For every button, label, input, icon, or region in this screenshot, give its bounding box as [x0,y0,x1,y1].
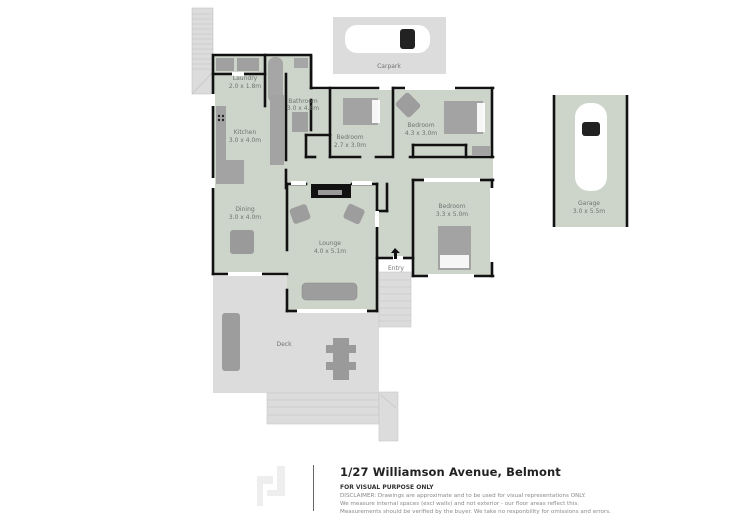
svg-text:Garage: Garage [578,200,600,207]
furniture [216,57,490,380]
svg-text:Bathroom: Bathroom [288,98,318,105]
svg-text:Dining: Dining [235,206,255,213]
svg-text:2.0 x 1.8m: 2.0 x 1.8m [229,83,261,90]
rear-stairs [191,7,214,95]
disclaimer-line: Measurements should be verified by the b… [340,509,611,516]
windows [211,72,494,313]
car-icon [575,103,607,191]
svg-text:Bedroom: Bedroom [336,134,363,141]
svg-text:2.7 x 3.0m: 2.7 x 3.0m [334,142,366,149]
svg-text:Bedroom: Bedroom [438,203,465,210]
entry-arrow-icon [391,248,400,259]
svg-text:3.0 x 5.5m: 3.0 x 5.5m [573,208,605,215]
footer: 1/27 Williamson Avenue, Belmont FOR VISU… [340,465,740,517]
svg-text:Bedroom: Bedroom [407,122,434,129]
garage [552,95,629,227]
svg-text:4.0 x 5.1m: 4.0 x 5.1m [314,248,346,255]
svg-text:3.0 x 4.0m: 3.0 x 4.0m [229,137,261,144]
carpark [333,17,446,74]
svg-text:3.0 x 4.0m: 3.0 x 4.0m [229,214,261,221]
disclaimer-line: DISCLAIMER: Drawings are approximate and… [340,493,586,499]
svg-text:Carpark: Carpark [377,63,401,70]
address-title: 1/27 Williamson Avenue, Belmont [340,465,561,479]
svg-text:3.0 x 4.8m: 3.0 x 4.8m [287,105,319,112]
disclaimer-line: We measure internal spaces (excl walls) … [340,501,580,508]
svg-text:3.3 x 5.0m: 3.3 x 5.0m [436,211,468,218]
deck [213,271,412,442]
divider [313,465,314,511]
company-logo [257,466,285,506]
svg-text:Deck: Deck [276,341,292,348]
svg-text:Entry: Entry [388,265,404,272]
laundry-label: Laundry [233,75,258,82]
svg-text:Lounge: Lounge [319,240,341,247]
visual-purpose-note: FOR VISUAL PURPOSE ONLY [340,484,434,491]
svg-text:Kitchen: Kitchen [234,129,257,136]
walls [211,53,495,313]
car-icon [345,25,430,53]
room-labels: Laundry 2.0 x 1.8m Bathroom 3.0 x 4.8m B… [229,63,605,348]
svg-text:4.3 x 3.0m: 4.3 x 3.0m [405,130,437,137]
